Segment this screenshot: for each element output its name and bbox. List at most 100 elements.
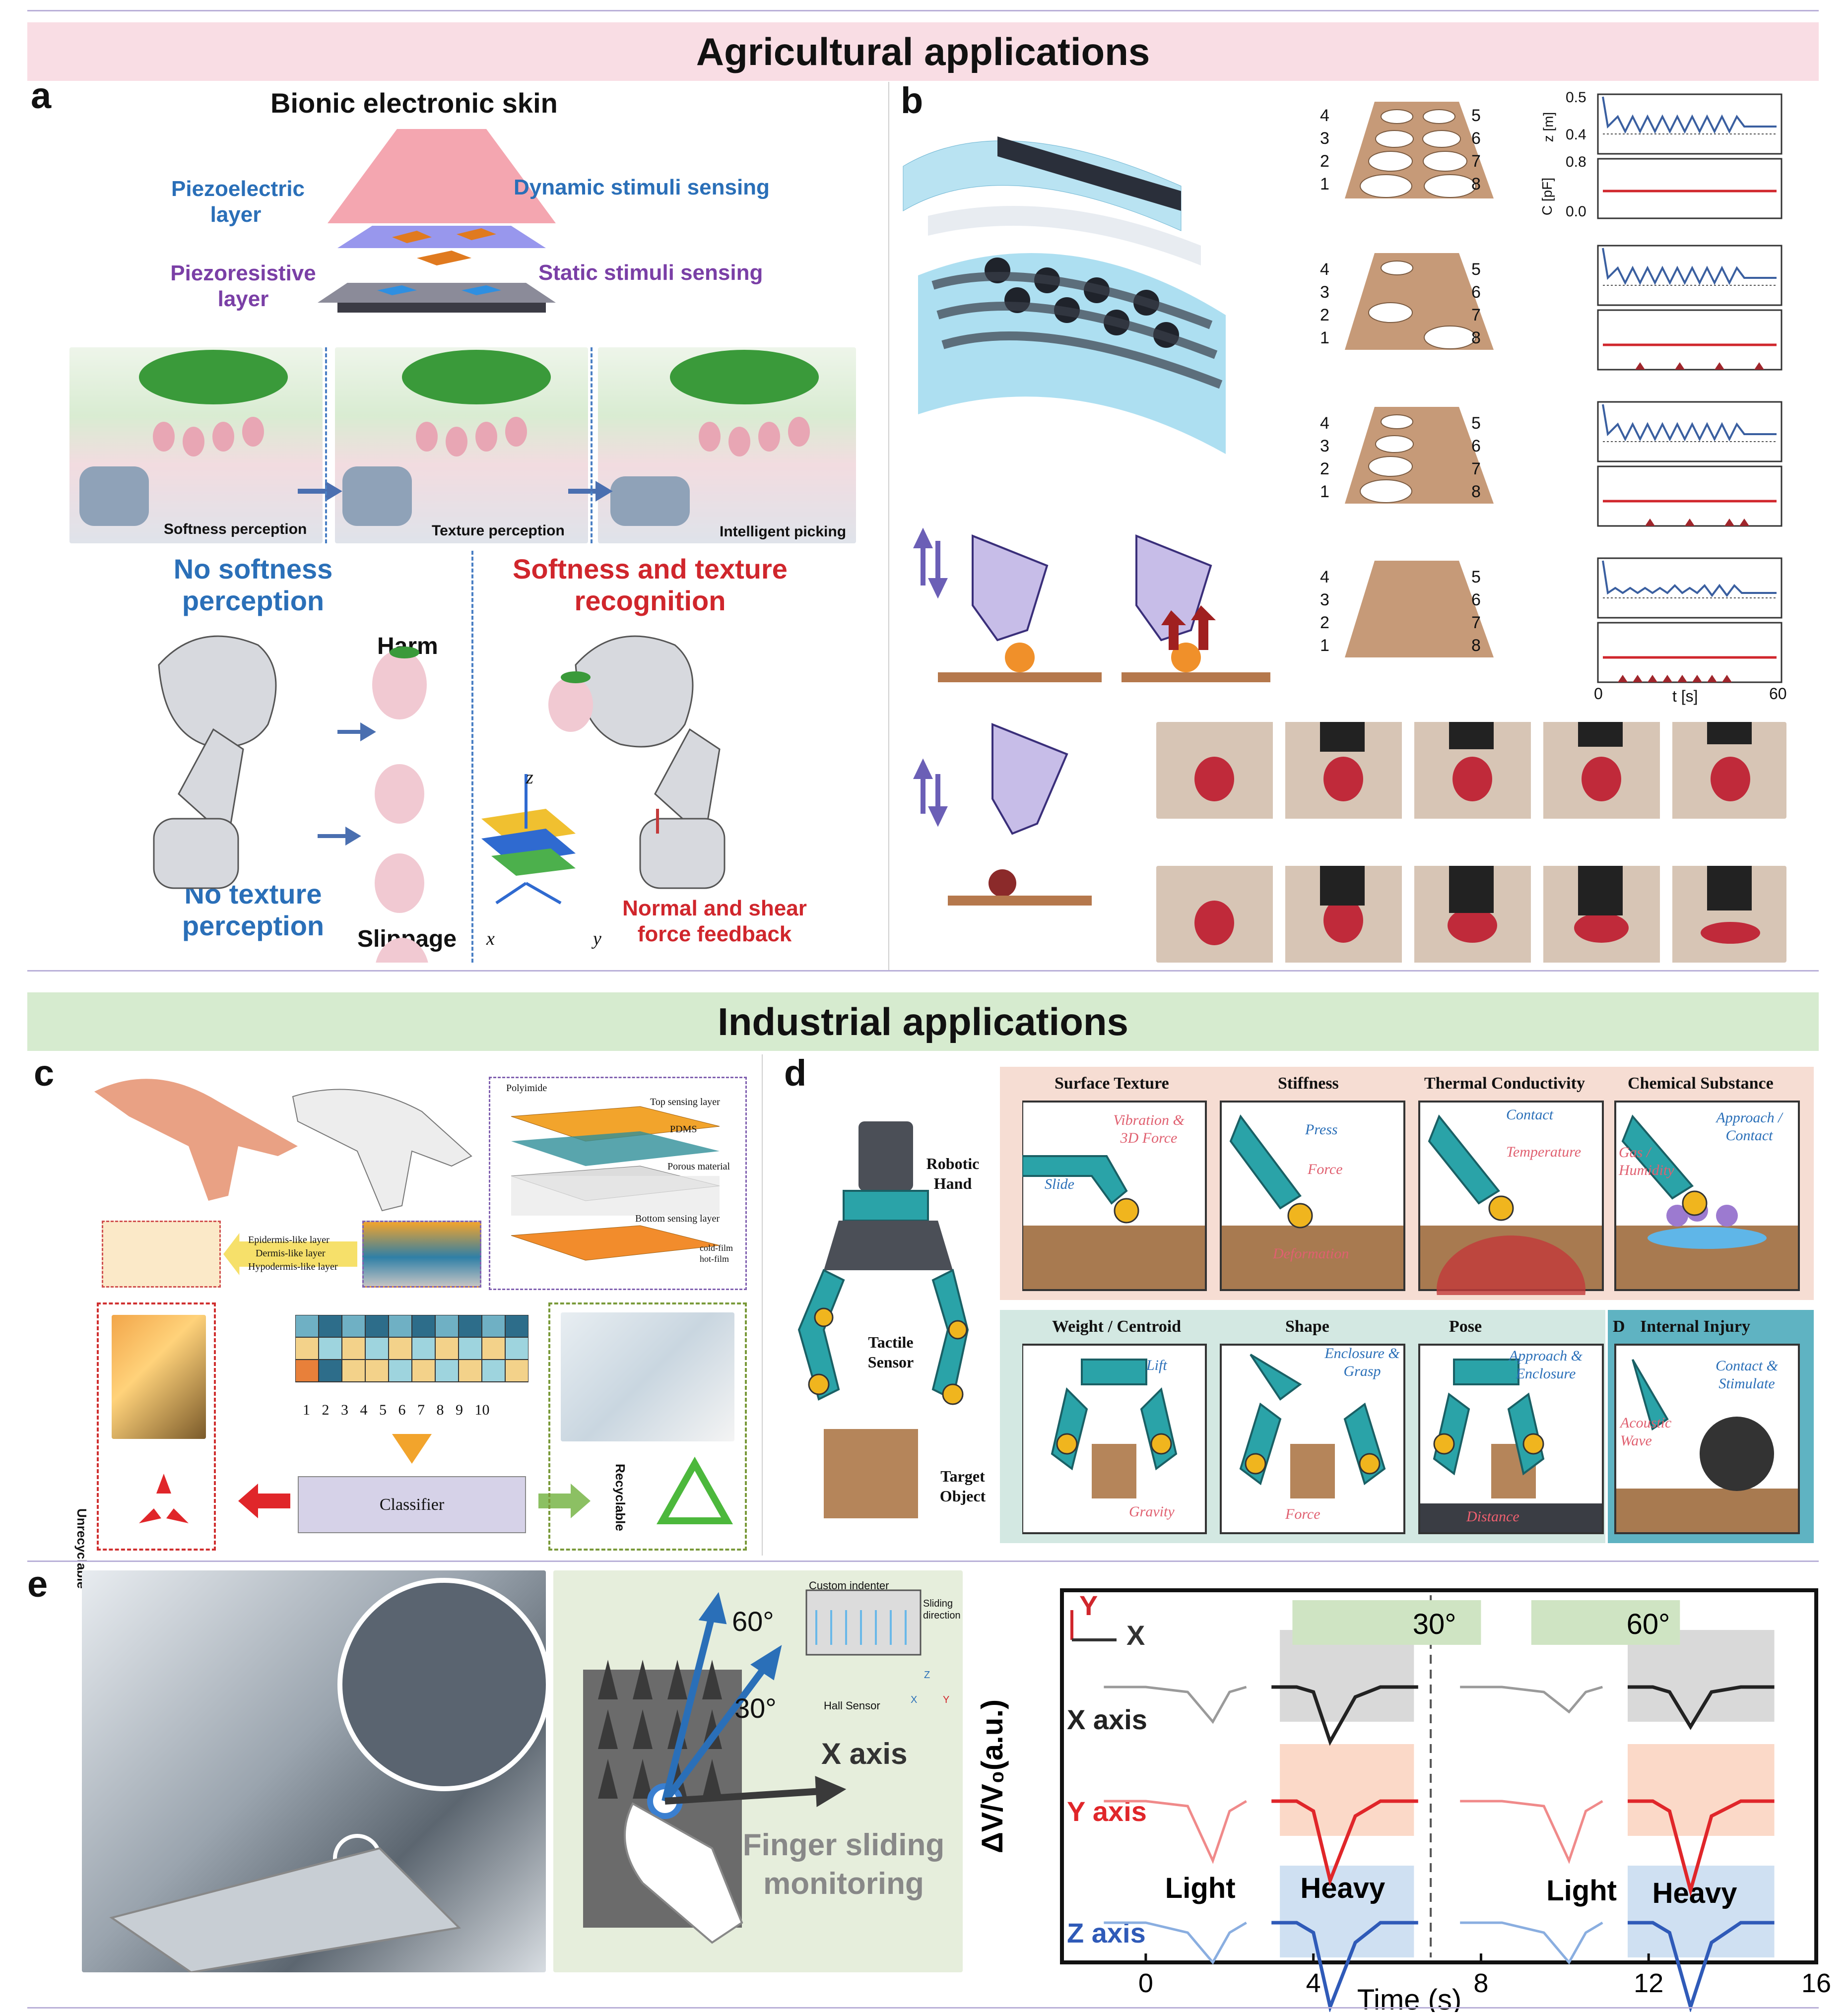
series-light-4 (1460, 1800, 1603, 1864)
softness-texture-label: Softness and texture recognition (513, 553, 788, 616)
unrecyclable-icon (139, 1474, 189, 1523)
layer-polyimide: Polyimide (506, 1083, 547, 1094)
c-tick-bottom: 0.0 (1566, 203, 1586, 220)
unrecyclable-photos (112, 1315, 206, 1439)
sensor-3d-illustration (903, 136, 1226, 454)
robotic-hand-schematic (797, 1121, 969, 1518)
no-texture-label: No texture perception (182, 878, 325, 941)
prop-title-thermal: Thermal Conductivity (1424, 1074, 1585, 1093)
top-rule (27, 10, 1819, 11)
x-tick-label-4: 16 (1801, 1968, 1831, 1998)
prop-title-surface: Surface Texture (1055, 1074, 1169, 1093)
x-tick-label-3: 12 (1634, 1968, 1663, 1998)
heavy-box-0-0 (1280, 1630, 1414, 1722)
prop-title-injury: Internal Injury (1640, 1317, 1750, 1336)
top-property-cards (1022, 1101, 1800, 1295)
skin-layer-3: Hypodermis-like layer (248, 1261, 338, 1272)
finger-schematics (913, 527, 1270, 906)
layer-stack (511, 1106, 720, 1261)
load-label-1: Heavy (1300, 1872, 1385, 1904)
series-heavy-3 (1628, 1685, 1775, 1730)
x-tick-label-1: 4 (1306, 1968, 1321, 1998)
bottom-rule (27, 2007, 1819, 2009)
angle-box-0 (1292, 1600, 1481, 1645)
c-tick-top: 0.8 (1566, 154, 1586, 170)
cd-bottom-rule (27, 1560, 1819, 1562)
grid-number-row: 1 2 3 4 5 6 7 8 9 10 (303, 1402, 490, 1418)
angle-60-label: 60° (732, 1606, 774, 1637)
layer-bottom-sensing: Bottom sensing layer (635, 1213, 720, 1224)
series-heavy-0 (1271, 1685, 1418, 1746)
layer-hot-film: hot-film (700, 1254, 729, 1264)
legend-y-text: Y (1079, 1590, 1098, 1621)
heavy-box-1-0 (1280, 1744, 1414, 1836)
strawberry-photo-marks (1194, 722, 1760, 945)
panel-a-title: Bionic electronic skin (270, 87, 558, 119)
picking-caption: Intelligent picking (720, 523, 847, 540)
load-label-3: Heavy (1652, 1877, 1737, 1909)
piezoelectric-label: Piezoelectric layer (171, 177, 305, 227)
legend-x-text: X (1126, 1620, 1145, 1651)
y-axis-title: ΔV/V₀(a.u.) (976, 1699, 1009, 1853)
classifier-label: Classifier (379, 1495, 445, 1514)
weight-lift: Lift (1146, 1357, 1167, 1373)
dynamic-label: Dynamic stimuli sensing (514, 175, 770, 199)
unrecyclable-box (97, 1302, 216, 1551)
finger-sliding-illustration (583, 1589, 922, 1944)
panel-d-letter: d (784, 1052, 807, 1094)
series-light-3 (1460, 1686, 1603, 1714)
piezoresistive-label: Piezoresistive layer (170, 261, 316, 311)
series-light-0 (1104, 1686, 1247, 1724)
panel-b-letter: b (901, 80, 924, 121)
no-softness-label: No softness perception (173, 553, 333, 616)
chemical-gas: Gas / Humidity (1619, 1144, 1674, 1178)
bottom-property-cards (1022, 1344, 1800, 1534)
stiffness-press: Press (1305, 1121, 1338, 1138)
recycle-icon (657, 1456, 733, 1524)
series-light-1 (1104, 1800, 1247, 1864)
series-light-2 (1104, 1921, 1247, 1965)
agri-header: Agricultural applications (27, 22, 1819, 81)
prop-title-chemical: Chemical Substance (1628, 1074, 1774, 1093)
layer-top-sensing: Top sensing layer (650, 1097, 720, 1107)
heavy-box-2-0 (1280, 1866, 1414, 1957)
tactile-sensor-label: Tactile Sensor (867, 1333, 914, 1371)
sensor-stack-illustration (318, 129, 556, 313)
normal-shear-label: Normal and shear force feedback (622, 896, 807, 946)
axis-z-label: z (526, 767, 533, 788)
recyclable-label: Recyclable (613, 1464, 628, 1531)
heavy-box-1-1 (1628, 1744, 1775, 1836)
layer-pdms: PDMS (670, 1124, 697, 1135)
softness-caption: Softness perception (164, 521, 307, 537)
internal-letter: D (1613, 1317, 1625, 1336)
static-label: Static stimuli sensing (538, 260, 763, 285)
angle-label-1: 60° (1627, 1608, 1670, 1640)
industrial-header: Industrial applications (27, 992, 1819, 1051)
chemical-approach: Approach / Contact (1716, 1109, 1782, 1144)
agri-bottom-rule (27, 970, 1819, 972)
feature-grid (295, 1315, 528, 1382)
pose-approach: Approach & Enclosure (1509, 1348, 1583, 1382)
zc-charts (1597, 93, 1782, 683)
sliding-direction-label: Sliding direction (923, 1598, 961, 1621)
panel-a-letter: a (31, 75, 52, 116)
prop-title-pose: Pose (1449, 1317, 1482, 1336)
series-heavy-1 (1271, 1799, 1418, 1886)
custom-indenter-label: Custom indenter (809, 1579, 889, 1592)
industrial-header-text: Industrial applications (718, 999, 1128, 1043)
classifier-box: Classifier (298, 1476, 526, 1533)
injury-acoustic: Acoustic Wave (1620, 1415, 1672, 1449)
bx-tick-60: 60 (1769, 685, 1787, 703)
load-label-0: Light (1165, 1872, 1236, 1904)
red-arrow (238, 1484, 290, 1518)
shape-force: Force (1285, 1506, 1320, 1522)
robot-hands-illustration (153, 635, 726, 963)
load-label-2: Light (1546, 1875, 1617, 1907)
mini-axis-z: Z (924, 1670, 930, 1681)
heavy-box-2-1 (1628, 1866, 1775, 1957)
